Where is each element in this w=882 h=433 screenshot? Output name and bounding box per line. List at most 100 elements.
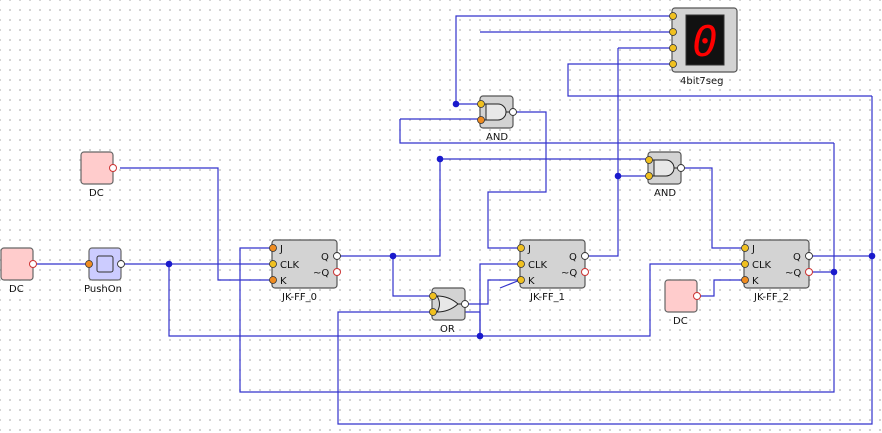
nq-label: ~Q (785, 268, 801, 279)
display-label: 4bit7seg (680, 76, 723, 87)
input-pin-bit0[interactable] (669, 12, 677, 20)
wire[interactable] (392, 256, 432, 297)
junction-dot (436, 155, 444, 163)
clk-pin[interactable] (269, 260, 277, 268)
wire[interactable] (168, 264, 480, 337)
nq-pin[interactable] (333, 268, 341, 276)
output-pin[interactable] (677, 164, 685, 172)
wire[interactable] (683, 167, 744, 249)
nq-pin[interactable] (805, 268, 813, 276)
q-pin[interactable] (333, 252, 341, 260)
nq-pin[interactable] (581, 268, 589, 276)
j-pin[interactable] (269, 244, 277, 252)
j-pin[interactable] (517, 244, 525, 252)
and-gate-icon (653, 159, 675, 177)
wire[interactable] (337, 159, 441, 257)
junctions (165, 100, 876, 340)
input-pin-bit2[interactable] (669, 44, 677, 52)
dc-label: DC (9, 284, 24, 295)
input-pin-a[interactable] (429, 292, 437, 300)
input-pin-a[interactable] (645, 156, 653, 164)
output-pin[interactable] (693, 292, 701, 300)
and-gate-1[interactable]: AND (477, 95, 517, 143)
output-pin[interactable] (109, 164, 117, 172)
junction-dot (389, 252, 397, 260)
wire[interactable] (698, 279, 744, 297)
wire[interactable] (585, 176, 619, 257)
pushon-label: PushOn (84, 284, 122, 295)
junction-dot (868, 252, 876, 260)
ff-label: JK-FF_0 (281, 292, 317, 303)
wire[interactable] (480, 263, 744, 337)
junction-dot (476, 332, 484, 340)
wire[interactable] (399, 118, 834, 144)
wires[interactable] (36, 15, 873, 425)
wire[interactable] (499, 279, 521, 289)
input-pin-b[interactable] (477, 116, 485, 124)
q-pin[interactable] (805, 252, 813, 260)
dc-source-top[interactable]: DC (80, 151, 117, 199)
k-label: K (752, 276, 759, 287)
wire[interactable] (337, 96, 873, 425)
input-pin-b[interactable] (645, 172, 653, 180)
wire[interactable] (479, 263, 520, 336)
junction-dot (830, 268, 838, 276)
pushon-switch[interactable]: PushOn (84, 247, 125, 295)
nq-label: ~Q (313, 268, 329, 279)
j-label: J (279, 244, 283, 255)
input-pin-b[interactable] (429, 308, 437, 316)
input-pin-bit1[interactable] (669, 28, 677, 36)
wire[interactable] (617, 47, 672, 176)
input-pin-bit3[interactable] (669, 60, 677, 68)
q-label: Q (321, 252, 329, 263)
output-pin[interactable] (509, 108, 517, 116)
j-pin[interactable] (741, 244, 749, 252)
switch-button-icon[interactable] (96, 255, 114, 273)
input-pin[interactable] (85, 260, 93, 268)
dc-body[interactable] (664, 279, 698, 313)
wire[interactable] (465, 279, 520, 305)
wire[interactable] (487, 111, 547, 249)
clk-pin[interactable] (517, 260, 525, 268)
dc-source-left[interactable]: DC (0, 247, 37, 295)
output-pin[interactable] (29, 260, 37, 268)
wire[interactable] (567, 63, 872, 97)
k-pin[interactable] (741, 276, 749, 284)
dc-label: DC (673, 316, 688, 327)
clk-label: CLK (752, 260, 772, 271)
dc-body[interactable] (80, 151, 114, 185)
jk-flipflop-1[interactable]: J CLK K Q ~Q JK-FF_1 (517, 239, 589, 303)
k-pin[interactable] (517, 276, 525, 284)
and-gate-2[interactable]: AND (645, 151, 685, 199)
gate-label: AND (486, 132, 508, 143)
j-label: J (751, 244, 755, 255)
display-screen (685, 14, 725, 66)
wire[interactable] (455, 15, 672, 104)
output-pin[interactable] (461, 300, 469, 308)
jk-flipflop-0[interactable]: J CLK K Q ~Q JK-FF_0 (269, 239, 341, 303)
dc-source-right[interactable]: DC (664, 279, 701, 327)
clk-label: CLK (280, 260, 300, 271)
nq-label: ~Q (561, 268, 577, 279)
wire[interactable] (120, 167, 272, 281)
j-label: J (527, 244, 531, 255)
q-pin[interactable] (581, 252, 589, 260)
input-pin-a[interactable] (477, 100, 485, 108)
jk-flipflop-2[interactable]: J CLK K Q ~Q JK-FF_2 (741, 239, 813, 303)
seven-segment-display[interactable]: 0 4bit7seg (669, 7, 738, 87)
or-gate[interactable]: OR (429, 287, 469, 335)
dc-body[interactable] (0, 247, 34, 281)
output-pin[interactable] (117, 260, 125, 268)
wire[interactable] (239, 143, 835, 393)
k-label: K (528, 276, 535, 287)
q-label: Q (793, 252, 801, 263)
k-pin[interactable] (269, 276, 277, 284)
junction-dot (452, 100, 460, 108)
clk-label: CLK (528, 260, 548, 271)
k-label: K (280, 276, 287, 287)
gate-label: AND (654, 188, 676, 199)
clk-pin[interactable] (741, 260, 749, 268)
q-label: Q (569, 252, 577, 263)
